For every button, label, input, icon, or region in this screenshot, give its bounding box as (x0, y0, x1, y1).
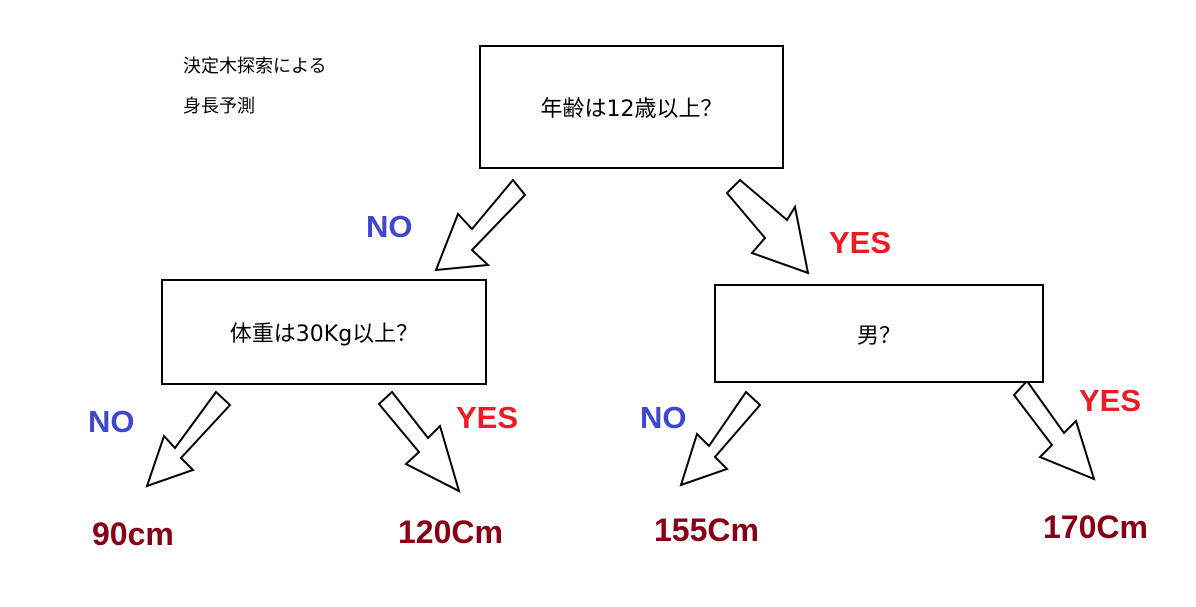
arrow-right-no (679, 390, 762, 487)
leaf-height-170: 170Cm (1043, 509, 1148, 545)
leaf-height-155: 155Cm (654, 512, 759, 548)
decision-node-root-label: 年齢は12歳以上？ (540, 97, 723, 122)
arrow-left-yes (377, 390, 461, 493)
edge-label-root-no: NO (366, 209, 413, 244)
diagram-title-line-2: 身長予測 (183, 96, 255, 117)
arrow-right-yes (1012, 379, 1096, 481)
diagram-title-line-1: 決定木探索による (183, 56, 327, 77)
decision-node-male-label: 男？ (856, 323, 901, 349)
decision-node-root: 年齢は12歳以上？ (479, 45, 784, 169)
edge-label-weight-no: NO (88, 404, 135, 439)
edge-label-weight-yes: YES (456, 400, 519, 435)
decision-node-male: 男？ (714, 284, 1044, 383)
arrow-root-yes (725, 178, 810, 275)
arrow-left-no (145, 390, 232, 488)
arrow-root-no (434, 178, 527, 272)
edge-label-male-no: NO (640, 400, 687, 435)
decision-node-weight: 体重は30Kg以上？ (161, 279, 487, 385)
edge-label-root-yes: YES (829, 225, 892, 260)
leaf-height-120: 120Cm (398, 514, 503, 550)
leaf-height-90: 90cm (92, 516, 174, 552)
edge-label-male-yes: YES (1079, 383, 1142, 418)
decision-node-weight-label: 体重は30Kg以上？ (229, 322, 419, 347)
